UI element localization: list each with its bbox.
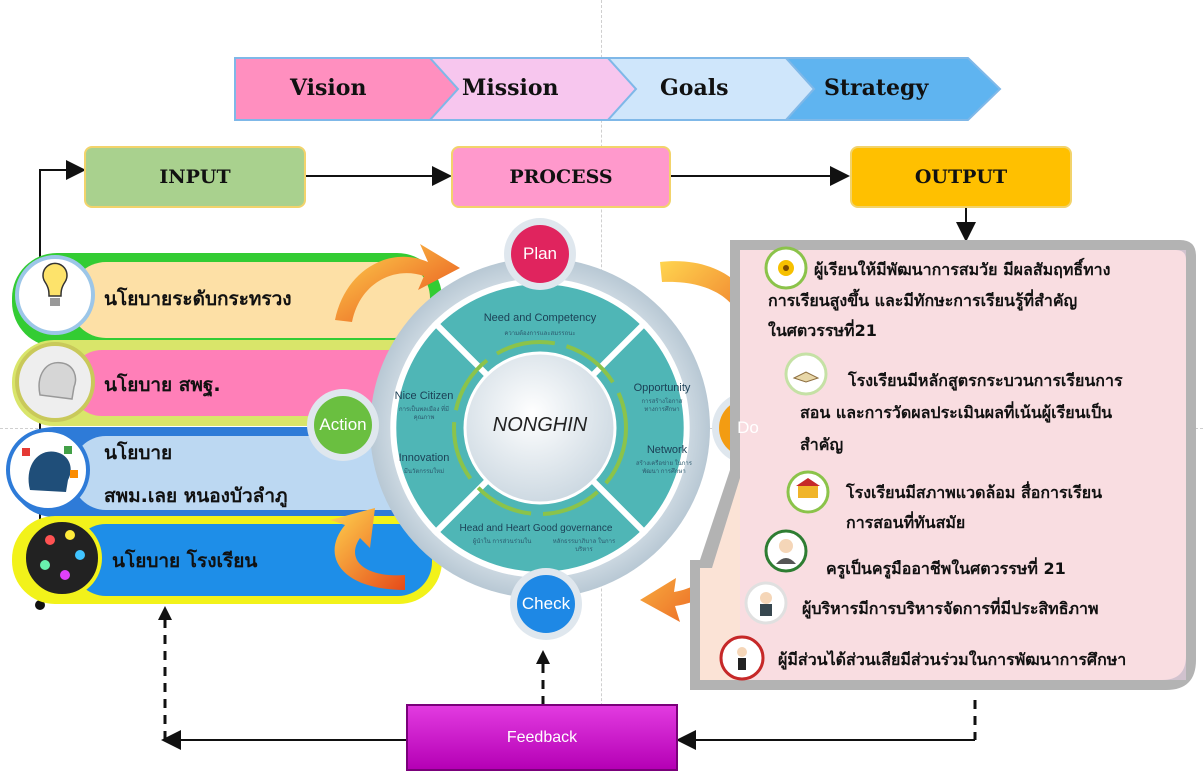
- mission-label: Mission: [462, 75, 559, 101]
- output-label: OUTPUT: [914, 166, 1008, 188]
- output-1-line3: ในศตวรรษที่21: [768, 321, 877, 340]
- need-competency-title: Need and Competency: [483, 312, 597, 324]
- action-circle: [314, 396, 372, 454]
- center-circle: [463, 351, 617, 505]
- head-heart-title: Head and Heart Good governance: [459, 523, 613, 534]
- school-policy-label: นโยบาย โรงเรียน: [112, 550, 258, 572]
- good-governance-sub: หลักธรรมาภิบาล ในการบริหาร: [552, 539, 616, 553]
- innovation-title: Innovation: [398, 452, 450, 464]
- nice-citizen-title: Nice Citizen: [394, 390, 454, 402]
- opportunity-title: Opportunity: [633, 382, 691, 394]
- output-5-line1: ผู้บริหารมีการบริหารจัดการที่มีประสิทธิภ…: [802, 599, 1099, 618]
- plan-label: Plan: [522, 244, 558, 263]
- output-2-line2: สอน และการวัดผลประเมินผลที่เน้นผู้เรียนเ…: [800, 403, 1113, 422]
- arrow-to-plan: [335, 244, 460, 322]
- output-3-line2: การสอนที่ทันสมัย: [846, 513, 966, 532]
- area-policy-label-line1: นโยบาย: [104, 442, 173, 464]
- obec-policy-label: นโยบาย สพฐ.: [104, 374, 221, 396]
- output-3-line1: โรงเรียนมีสภาพแวดล้อม สื่อการเรียน: [846, 483, 1102, 502]
- strategy-chevron: [783, 57, 1002, 121]
- arrow-to-action: [330, 508, 405, 590]
- process-box: PROCESS: [451, 146, 671, 208]
- ministry-policy-label: นโยบายระดับกระทรวง: [104, 288, 292, 310]
- feedback-label: Feedback: [506, 728, 578, 746]
- process-label: PROCESS: [509, 166, 613, 188]
- do-label: Do: [737, 418, 759, 437]
- nice-citizen-sub: การเป็นพลเมือง ที่มีคุณภาพ: [399, 407, 449, 421]
- strategy-label: Strategy: [824, 75, 929, 101]
- action-label: Action: [319, 415, 367, 434]
- arrow-to-check: [640, 512, 749, 622]
- output-1-line1: ผู้เรียนให้มีพัฒนาการสมวัย มีผลสัมฤทธิ์ท…: [814, 260, 1111, 279]
- center-label: NONGHIN: [492, 414, 588, 436]
- opportunity-sub: การสร้างโอกาส ทางการศึกษา: [641, 399, 683, 413]
- goals-label: Goals: [660, 75, 729, 101]
- output-6-line1: ผู้มีส่วนได้ส่วนเสียมีส่วนร่วมในการพัฒนา…: [778, 650, 1127, 669]
- feedback-box: Feedback: [406, 704, 678, 771]
- plan-circle: [511, 225, 569, 283]
- head-heart-sub: ผู้นำใน การส่วนร่วมใน: [472, 539, 532, 545]
- network-title: Network: [646, 444, 688, 456]
- output-2-line3: สำคัญ: [800, 435, 844, 454]
- output-1-line2: การเรียนสูงขึ้น และมีทักษะการเรียนรู้ที่…: [768, 291, 1078, 310]
- output-4-line1: ครูเป็นครูมืออาชีพในศตวรรษที่ 21: [826, 559, 1066, 578]
- vision-label: Vision: [290, 75, 367, 101]
- need-competency-sub: ความต้องการและสมรรถนะ: [504, 331, 576, 337]
- input-label: INPUT: [159, 166, 231, 188]
- innovation-sub: มีนวัตกรรมใหม่: [403, 469, 445, 475]
- input-box: INPUT: [84, 146, 306, 208]
- network-sub: สร้างเครือข่าย ในการพัฒนา การศึกษา: [636, 461, 692, 475]
- output-2-line1: โรงเรียนมีหลักสูตรกระบวนการเรียนการ: [848, 371, 1123, 390]
- output-box: OUTPUT: [850, 146, 1072, 208]
- check-circle: [517, 575, 575, 633]
- colorful-head-icon: [22, 518, 102, 598]
- area-policy-label-line2: สพม.เลย หนองบัวลำภู: [104, 485, 288, 507]
- check-label: Check: [521, 594, 571, 613]
